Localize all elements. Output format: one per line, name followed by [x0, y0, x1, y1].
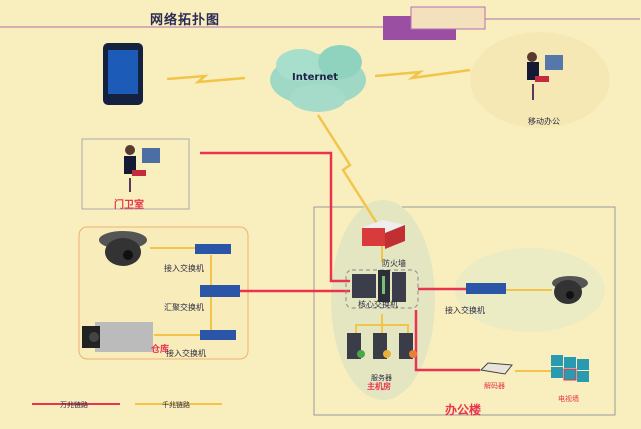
link-core-decoder	[414, 310, 480, 372]
access-switch-3-label: 接入交换机	[445, 306, 485, 315]
core-switch-icon	[352, 270, 406, 302]
link-guard-core	[200, 151, 350, 283]
legend-label-1g: 千兆链路	[162, 401, 190, 409]
access-switch-1-label: 接入交换机	[164, 264, 204, 273]
decoder-icon	[479, 362, 513, 375]
server-icon	[347, 333, 417, 359]
legend-label-10g: 万兆链路	[60, 401, 88, 409]
office-building-box	[313, 206, 616, 416]
mobile-office-label: 移动办公	[528, 117, 560, 126]
access-switch-3-icon	[466, 283, 506, 294]
wireless-link-firewall	[316, 114, 380, 226]
cloud-icon	[270, 45, 366, 112]
dome-camera-icon	[99, 231, 147, 266]
office-building-label: 办公楼	[445, 403, 482, 417]
page-title: 网络拓扑图	[150, 13, 221, 28]
guard-room-label: 门卫室	[114, 200, 144, 211]
guard-room-box	[81, 138, 190, 210]
video-wall-label: 电视墙	[558, 395, 579, 403]
person-computer-icon	[527, 52, 563, 100]
access-switch-2-icon	[200, 330, 236, 340]
wireless-link-mobile-office	[374, 68, 471, 80]
tablet-icon	[103, 43, 143, 105]
warehouse-label: 仓库	[151, 345, 170, 355]
server-room-label: 主机房	[367, 382, 391, 391]
aggregation-switch-icon	[200, 285, 240, 297]
access-switch-1-icon	[195, 244, 231, 254]
guard-person-icon	[124, 145, 160, 192]
servers-label: 服务器	[371, 374, 392, 382]
internet-label: Internet	[292, 72, 339, 83]
dome-camera-2-icon	[552, 276, 588, 304]
video-wall-icon	[551, 355, 589, 382]
firewall-icon	[362, 220, 405, 249]
header-accent-box	[410, 6, 486, 30]
aggregation-switch-label: 汇聚交换机	[164, 303, 204, 312]
firewall-label: 防火墙	[382, 259, 406, 268]
decoder-label: 解码器	[484, 382, 505, 390]
core-switch-label: 核心交换机	[358, 300, 398, 309]
access-switch-2-label: 接入交换机	[166, 349, 206, 358]
box-camera-icon	[82, 322, 153, 352]
wireless-link-tablet	[166, 74, 246, 84]
